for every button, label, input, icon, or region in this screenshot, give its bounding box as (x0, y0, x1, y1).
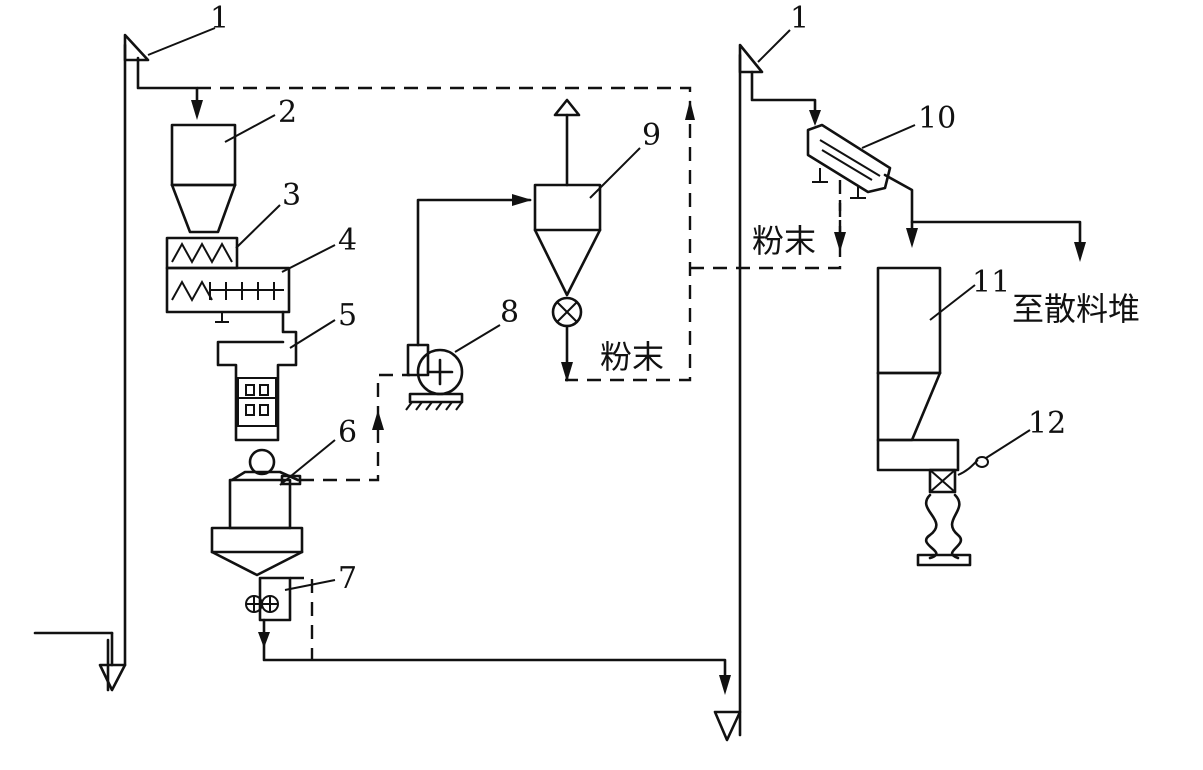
dust-return-line (197, 86, 842, 382)
label-1-right: 1 (790, 1, 809, 36)
label-11: 11 (972, 265, 1010, 300)
label-12: 12 (1028, 406, 1066, 441)
powder-label-cyclone: 粉末 (600, 338, 664, 376)
hopper (170, 114, 276, 234)
screw-conveyor (165, 244, 336, 323)
feed-line-top (136, 56, 203, 120)
label-8: 8 (500, 295, 519, 330)
bucket-elevator-right (713, 29, 821, 742)
label-9: 9 (642, 118, 661, 153)
packing-machine (916, 429, 1031, 567)
fan (405, 194, 532, 411)
label-4: 4 (338, 223, 357, 258)
cyclone-separator (533, 98, 641, 382)
label-3: 3 (282, 178, 301, 213)
grinding-mill (210, 373, 410, 577)
powder-label-screen: 粉末 (752, 222, 816, 260)
label-1-left: 1 (210, 1, 229, 36)
bucket-elevator-left (33, 27, 216, 692)
label-10: 10 (918, 101, 956, 136)
storage-bin (876, 266, 976, 472)
crusher (216, 310, 336, 442)
label-5: 5 (338, 298, 357, 333)
discharge-valve (245, 576, 731, 695)
vibrating-screen (806, 123, 1086, 262)
label-2: 2 (278, 95, 297, 130)
to-bulk-pile-label: 至散料堆 (1012, 290, 1140, 328)
label-7: 7 (338, 561, 357, 596)
label-6: 6 (338, 415, 357, 450)
